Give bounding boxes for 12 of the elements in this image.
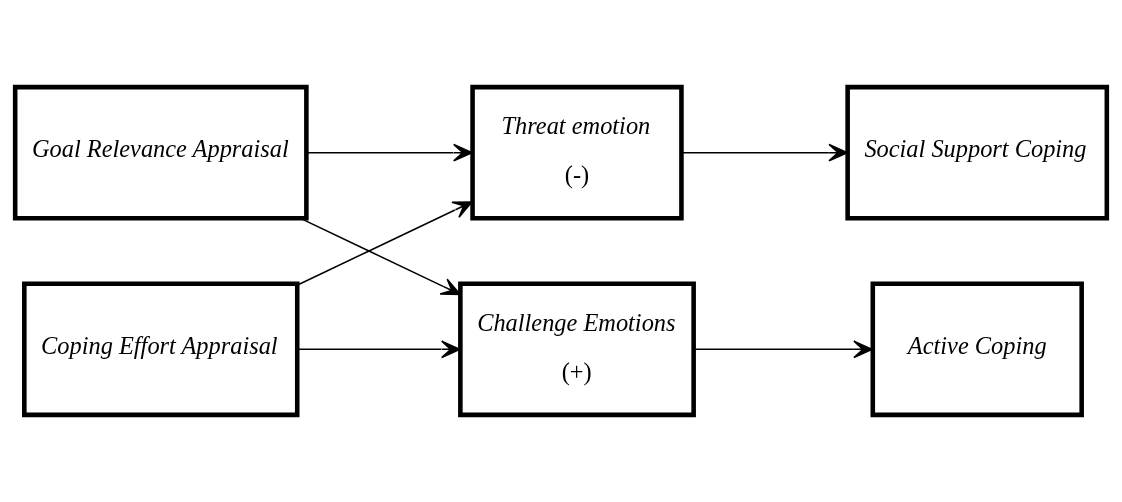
node-box: Social Support Coping — [845, 84, 1110, 221]
arrow — [299, 217, 461, 296]
arrow — [306, 143, 473, 162]
node-box: Goal Relevance Appraisal — [12, 84, 309, 221]
node-box: Challenge Emotions (+) — [458, 281, 696, 418]
arrow — [681, 143, 849, 162]
arrow — [693, 340, 873, 359]
node-box: Threat emotion (-) — [470, 84, 684, 221]
node-box: Active Coping — [870, 281, 1084, 418]
node-box: Coping Effort Appraisal — [22, 281, 300, 418]
arrow — [296, 201, 473, 286]
arrow — [296, 340, 461, 359]
